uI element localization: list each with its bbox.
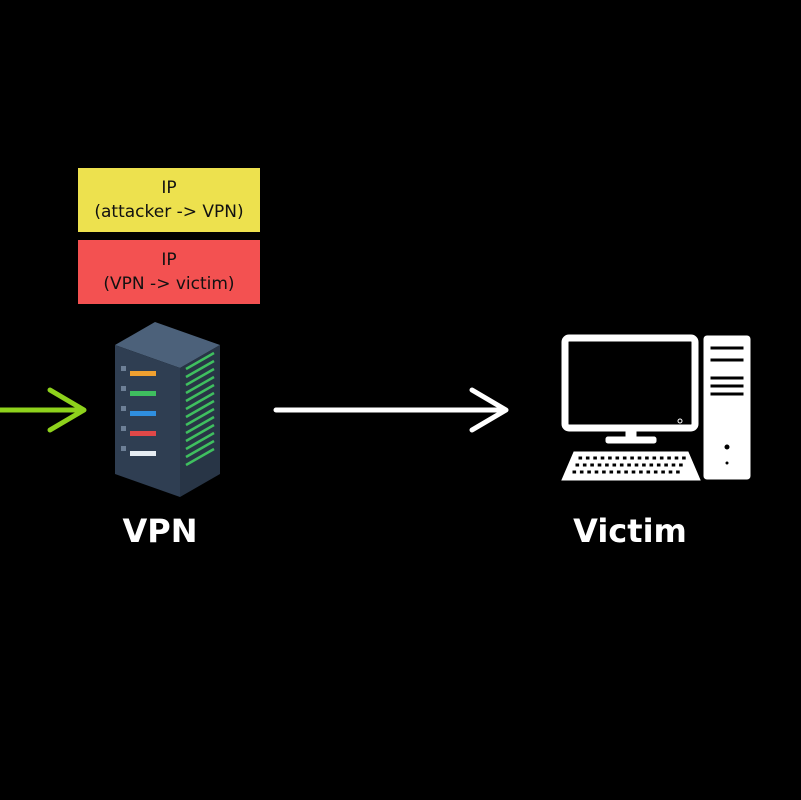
packet-header-title: IP [161,250,177,270]
packet-header-route: (attacker -> VPN) [94,202,244,222]
packet-header-route: (VPN -> victim) [103,274,235,294]
outgoing-arrow [273,387,509,433]
server-vents [185,351,215,467]
victim-label: Victim [573,512,687,550]
vpn-label: VPN [122,512,198,550]
server-status-lights [121,366,156,456]
incoming-arrow [0,387,87,433]
packet-header-title: IP [161,178,177,198]
packet-header-vpn-to-victim: IP (VPN -> victim) [78,240,260,304]
desktop-computer-icon [561,334,751,481]
server-rack-icon [115,322,220,497]
packet-header-attacker-to-vpn: IP (attacker -> VPN) [78,168,260,232]
